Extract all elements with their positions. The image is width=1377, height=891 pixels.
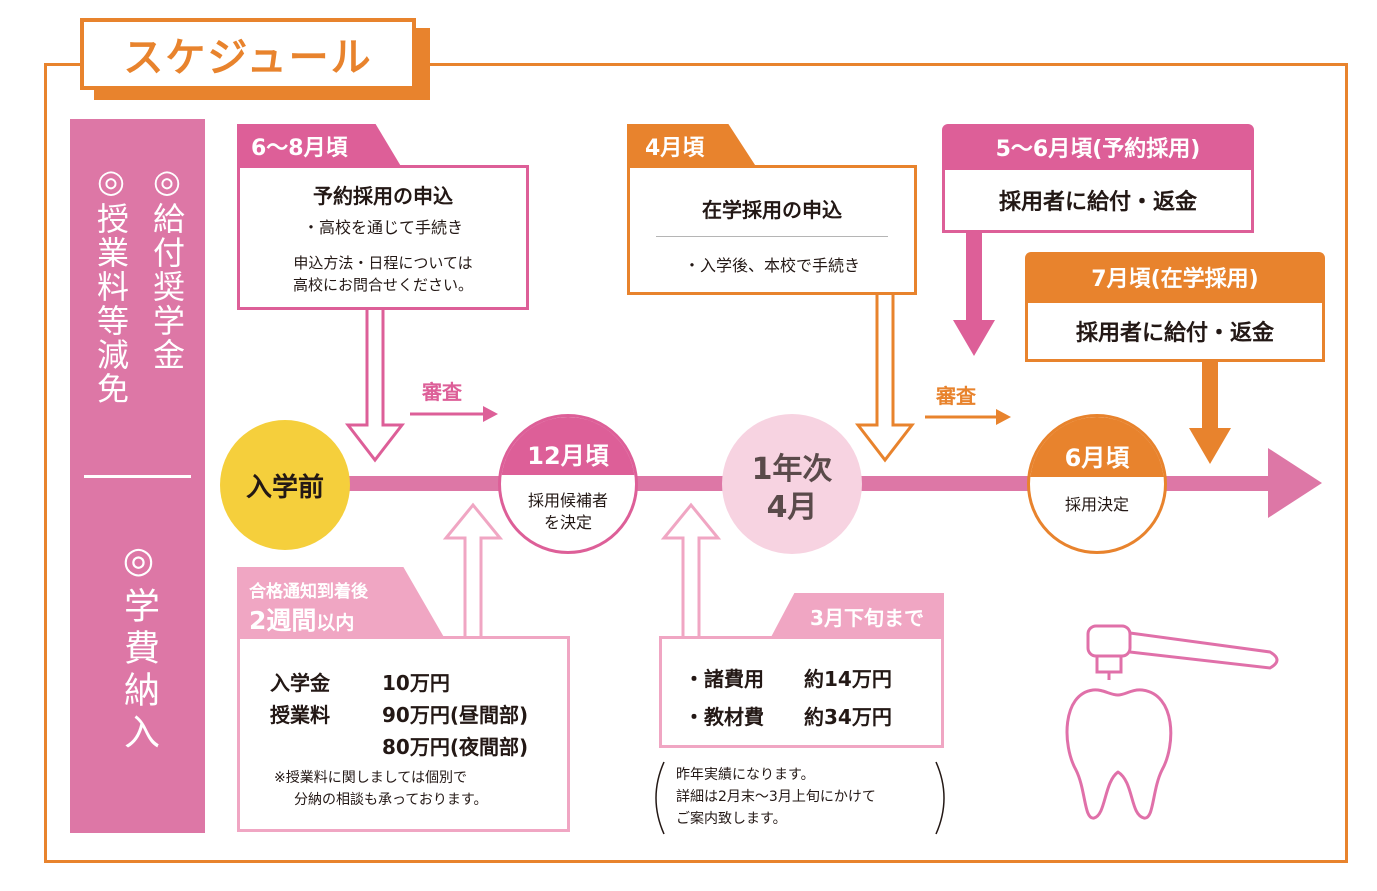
fees-row1-value: 10万円 bbox=[382, 671, 450, 695]
misc-note-paren-left bbox=[655, 761, 665, 835]
fees-row2-label: 授業料 bbox=[270, 703, 330, 727]
review-label-2: 審査 bbox=[936, 384, 976, 408]
enrolled-divider bbox=[656, 236, 888, 237]
circle-june: 6月頃 採用決定 bbox=[1027, 414, 1167, 554]
enrolled-application-box: 在学採用の申込 ・入学後、本校で手続き bbox=[627, 165, 917, 295]
pay-reserve-box: 採用者に給付・返金 bbox=[942, 167, 1254, 233]
reserve-application-box: 予約採用の申込 ・高校を通じて手続き 申込方法・日程については 高校にお問合せく… bbox=[237, 165, 529, 310]
circle-june-bottom: 採用決定 bbox=[1064, 495, 1129, 514]
enrolled-heading: 在学採用の申込 bbox=[702, 198, 842, 222]
pay-reserve-tab: 5〜6月頃(予約採用) bbox=[942, 124, 1254, 170]
tooth-illustration bbox=[1065, 688, 1173, 820]
down-arrow-enrolled bbox=[854, 290, 916, 463]
circle-december: 12月頃 採用候補者 を決定 bbox=[498, 414, 638, 554]
outer-frame bbox=[44, 63, 1348, 863]
down-arrow-reserve bbox=[344, 306, 406, 463]
enrolled-line: ・入学後、本校で手続き bbox=[683, 256, 860, 275]
misc-note-2: 詳細は2月末〜3月上旬にかけて bbox=[676, 789, 876, 805]
misc-box: ・諸費用 約14万円 ・教材費 約34万円 bbox=[659, 636, 944, 748]
pay-enrolled-box: 採用者に給付・返金 bbox=[1025, 300, 1325, 362]
reserve-period-tab: 6〜8月頃 bbox=[237, 124, 402, 168]
fees-row3-value: 80万円(夜間部) bbox=[382, 735, 529, 759]
up-arrow-misc bbox=[660, 502, 722, 642]
fees-tab-small: 合格通知到着後 bbox=[249, 582, 368, 602]
fees-row1-label: 入学金 bbox=[270, 671, 330, 695]
title-box bbox=[80, 18, 416, 90]
misc-row2-value: 約34万円 bbox=[804, 705, 892, 729]
pay-enrolled-tab: 7月頃(在学採用) bbox=[1025, 252, 1325, 302]
reserve-note-2: 高校にお問合せください。 bbox=[292, 276, 473, 294]
circle-april-line1: 1年次 bbox=[751, 452, 833, 487]
down-arrow-pay-enrolled-shaft bbox=[1202, 360, 1218, 432]
misc-row2-label: ・教材費 bbox=[684, 705, 764, 729]
fees-tab-big: 2週間 bbox=[249, 606, 317, 635]
misc-note-3: ご案内致します。 bbox=[676, 811, 787, 827]
review-label-1: 審査 bbox=[422, 380, 462, 404]
fees-note-1: ※授業料に関しましては個別で bbox=[274, 770, 468, 786]
circle-december-line1: 採用候補者 bbox=[527, 491, 608, 510]
fees-box: 入学金 10万円 授業料 90万円(昼間部) 80万円(夜間部) ※授業料に関し… bbox=[237, 636, 570, 832]
circle-april-line2: 4月 bbox=[766, 490, 818, 525]
misc-note: 昨年実績になります。 詳細は2月末〜3月上旬にかけて ご案内致します。 bbox=[676, 764, 876, 830]
reserve-note-1: 申込方法・日程については bbox=[293, 254, 473, 272]
misc-note-1: 昨年実績になります。 bbox=[676, 767, 815, 783]
down-arrow-pay-reserve-shaft bbox=[966, 232, 982, 324]
fees-note-2: 分納の相談も承っております。 bbox=[294, 792, 488, 808]
review-arrow-2-head bbox=[996, 409, 1011, 425]
up-arrow-fees bbox=[442, 502, 504, 642]
circle-december-top: 12月頃 bbox=[501, 417, 635, 475]
fees-row2-value: 90万円(昼間部) bbox=[382, 703, 529, 727]
enrolled-period-tab: 4月頃 bbox=[627, 124, 757, 168]
sidebar-label-scholarship: ◎給付奨学金 bbox=[148, 162, 186, 372]
page-title: スケジュール bbox=[123, 35, 373, 81]
fees-tab-suffix: 以内 bbox=[316, 612, 355, 634]
misc-row1-label: ・諸費用 bbox=[684, 667, 764, 691]
fees-tab-main: 2週間以内 bbox=[249, 601, 354, 637]
dental-tool-icon bbox=[1086, 624, 1279, 680]
sidebar-label-tuition-reduction: ◎授業料等減免 bbox=[92, 162, 130, 406]
circle-december-line2: を決定 bbox=[543, 513, 592, 532]
down-arrow-pay-enrolled-head bbox=[1189, 428, 1231, 464]
reserve-heading: 予約採用の申込 bbox=[313, 184, 453, 208]
circle-before-entry: 入学前 bbox=[220, 420, 350, 550]
down-arrow-pay-reserve-head bbox=[953, 320, 995, 356]
reserve-line: ・高校を通じて手続き bbox=[302, 218, 463, 237]
timeline-arrowhead bbox=[1268, 448, 1322, 518]
circle-june-top: 6月頃 bbox=[1030, 417, 1164, 477]
misc-row1-value: 約14万円 bbox=[804, 667, 892, 691]
review-arrow-1-head bbox=[483, 406, 498, 422]
fees-tab: 合格通知到着後 2週間以内 bbox=[237, 567, 445, 639]
misc-tab: 3月下旬まで bbox=[770, 593, 944, 639]
misc-note-paren-right bbox=[935, 761, 945, 835]
sidebar-divider bbox=[84, 475, 191, 478]
sidebar-label-payment: ◎学費納入 bbox=[118, 540, 159, 755]
circle-april: 1年次 4月 bbox=[722, 414, 862, 554]
